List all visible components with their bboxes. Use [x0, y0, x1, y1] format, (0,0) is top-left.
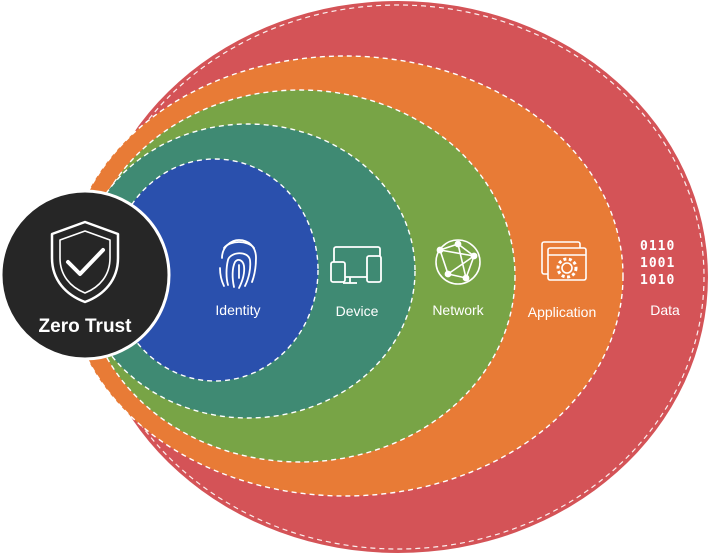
globe-network-icon — [435, 239, 481, 285]
zero-trust-label: Zero Trust — [38, 316, 132, 337]
devices-icon — [330, 246, 382, 284]
layer-label-device: Device — [336, 303, 379, 319]
layer-label-data: Data — [650, 302, 680, 318]
fingerprint-icon — [219, 239, 257, 289]
binary-data-icon: 0110 1001 1010 — [640, 238, 692, 289]
zero-trust-core — [0, 189, 171, 361]
layer-label-identity: Identity — [215, 302, 260, 318]
application-gear-icon — [541, 241, 587, 281]
binary-row: 0110 — [640, 239, 676, 254]
binary-row: 1001 — [640, 256, 676, 271]
layer-data-dash — [91, 4, 705, 550]
shield-check-icon — [50, 220, 120, 304]
layer-label-network: Network — [432, 302, 484, 318]
binary-row: 1010 — [640, 273, 676, 288]
layer-label-application: Application — [528, 304, 597, 320]
